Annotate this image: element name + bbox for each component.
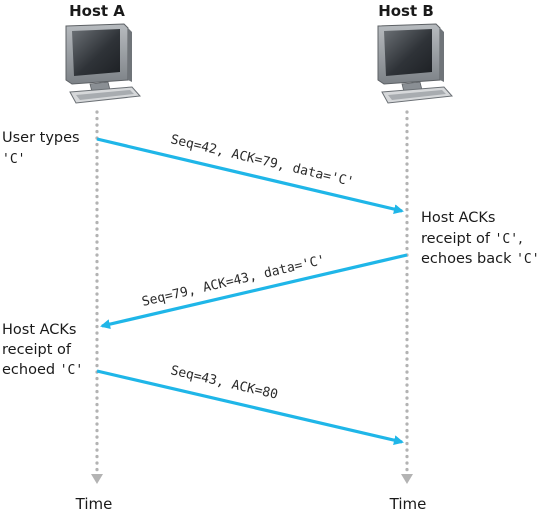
host-a-time-label: Time [75,495,113,513]
annotation-line: User types [2,130,80,146]
host-b-timeline-arrowhead [401,474,413,484]
text-span: , [518,231,523,247]
annotation-line: Host ACKs [421,210,495,226]
annotation-line: echoed 'C' [2,362,83,378]
annotation-host-b-ack-echo: Host ACKs receipt of 'C', echoes back 'C… [421,210,540,267]
annotation-line: receipt of 'C', [421,231,523,247]
host-b-time-label: Time [389,495,427,513]
message-label-3: Seq=43, ACK=80 [169,363,279,402]
annotation-user-types: User types 'C' [2,130,80,167]
message-arrow-1 [96,137,404,215]
annotation-host-a-ack-echoed: Host ACKs receipt of echoed 'C' [2,322,83,378]
computer-icon [377,23,454,104]
code-span: 'C' [516,252,539,267]
text-span: echoed [2,362,60,378]
annotation-line: receipt of [2,342,72,358]
text-span: receipt of [421,231,495,247]
annotation-line: Host ACKs [2,322,76,338]
host-a-title: Host A [69,2,125,20]
host-a-timeline-arrowhead [91,474,103,484]
code-span: 'C' [2,152,25,167]
host-b-title: Host B [378,2,434,20]
message-arrow-3 [96,369,404,446]
text-span: echoes back [421,251,516,267]
computer-icon [65,23,142,104]
annotation-line: 'C' [2,152,25,167]
annotation-line: echoes back 'C' [421,251,540,267]
message-arrow-2 [100,253,408,330]
code-span: 'C' [495,232,518,247]
code-span: 'C' [60,363,83,378]
